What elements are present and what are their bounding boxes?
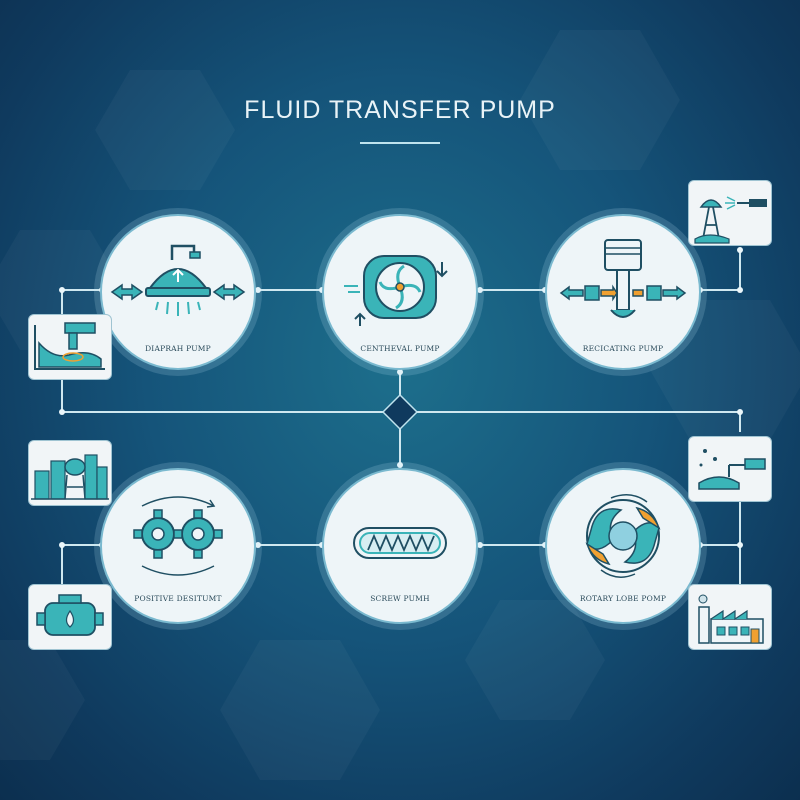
card-pipe-outflow[interactable] <box>28 314 112 380</box>
card-city-tank[interactable] <box>28 440 112 506</box>
gears-icon <box>133 496 223 576</box>
page-title: FLUID TRANSFER PUMP <box>244 96 556 124</box>
pump-label-centrifugal: CENTHEVAL PUMP <box>360 344 440 353</box>
water-tower-icon <box>694 196 767 244</box>
pump-node-rotary-lobe[interactable]: ROTARY LOBE POMP <box>545 468 701 624</box>
impeller-icon <box>344 255 448 326</box>
hub-diamond <box>381 393 419 431</box>
pump-node-diaphragm[interactable]: DIAPRAH PUMP <box>100 214 256 370</box>
fuel-pipe-icon <box>698 449 766 490</box>
pump-label-rotary-lobe: ROTARY LOBE POMP <box>579 594 667 603</box>
pump-node-centrifugal[interactable]: CENTHEVAL PUMP <box>322 214 478 370</box>
pump-node-reciprocating[interactable]: RECICATING PUMP <box>545 214 701 370</box>
screw-icon <box>353 527 447 559</box>
lobe-icon <box>585 494 661 578</box>
city-tank-icon <box>31 454 109 500</box>
card-pump-unit[interactable] <box>28 584 112 650</box>
piston-icon <box>559 239 687 318</box>
pump-label-positive-displacement: POSITIVE DESITUMT <box>134 594 222 603</box>
factory-icon <box>698 594 764 644</box>
pump-unit-icon <box>36 594 104 636</box>
pump-label-diaphragm: DIAPRAH PUMP <box>145 344 211 353</box>
pump-label-reciprocating: RECICATING PUMP <box>582 344 664 353</box>
title-underline <box>360 142 440 144</box>
card-water-tower[interactable] <box>688 180 772 246</box>
pump-node-screw[interactable]: SCREW PUMH <box>322 468 478 624</box>
card-fuel-pipe[interactable] <box>688 436 772 502</box>
pipe-outflow-icon <box>34 322 105 370</box>
pump-node-positive-displacement[interactable]: POSITIVE DESITUMT <box>100 468 256 624</box>
diaphragm-icon <box>110 244 246 316</box>
card-factory[interactable] <box>688 584 772 650</box>
pump-label-screw: SCREW PUMH <box>370 594 430 603</box>
